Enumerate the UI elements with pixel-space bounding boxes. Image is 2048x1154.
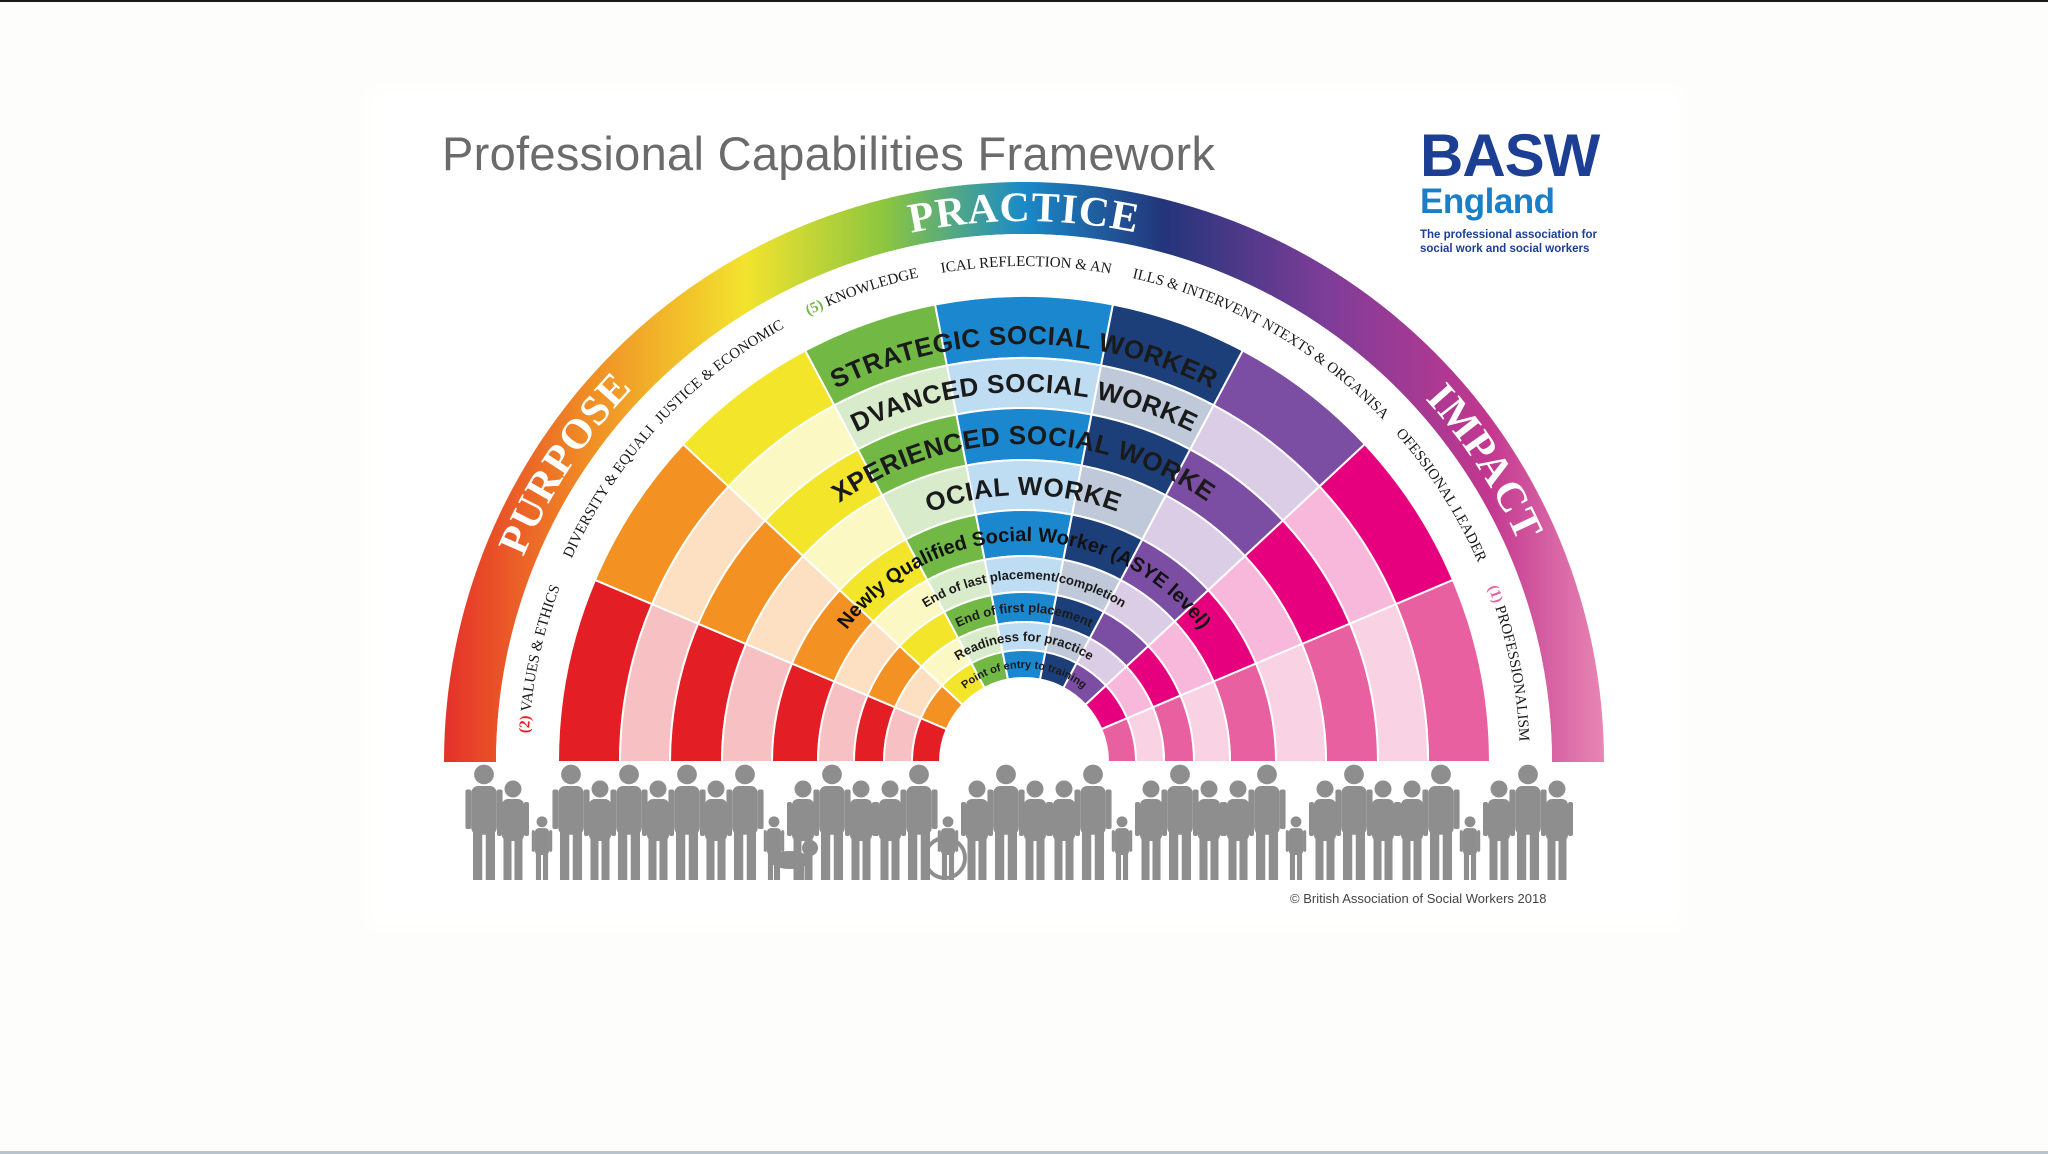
person-figure [1112,816,1132,880]
copyright-text: © British Association of Social Workers … [1290,891,1546,906]
person-figure [900,765,937,880]
cap-label-4-number: (4) [0,0,4,4]
person-figure [938,816,958,880]
cap-label-3-number: (3) [0,0,4,4]
person-figure [465,765,502,880]
person-figure [1509,765,1546,880]
person-figure [552,765,589,880]
person-figure [610,765,647,880]
person-figure [1161,765,1198,880]
person-figure [532,816,552,880]
person-figure [1422,765,1459,880]
person-figure [987,765,1024,880]
cap-label-6-number: (6) [0,0,4,4]
person-figure [1286,816,1306,880]
cap-label-8-number: (8) [0,0,4,4]
person-figure [1335,765,1372,880]
person-figure [813,765,850,880]
person-figure [1248,765,1285,880]
person-figure [1460,816,1480,880]
cap-label-2-number: (2) [517,711,535,734]
person-figure [726,765,763,880]
person-figure [668,765,705,880]
cap-label-9-number: (9) [0,0,4,4]
people-silhouettes [465,765,1573,880]
cap-label-7-number: (7) [0,0,4,4]
person-figure [1074,765,1111,880]
